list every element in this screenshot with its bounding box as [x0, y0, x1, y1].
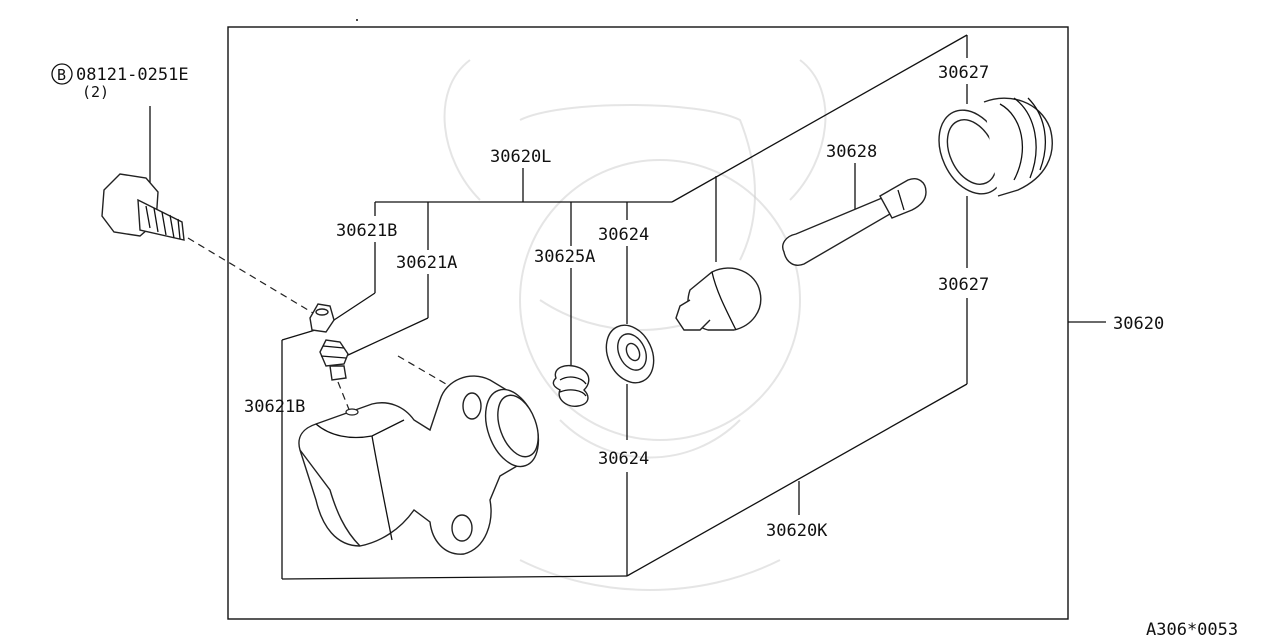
label-30627-top: 30627 — [938, 63, 989, 83]
pushrod-part: 30628 — [782, 142, 927, 266]
label-bolt-code: 08121-0251E — [76, 65, 189, 85]
bleeder-screw-part — [319, 339, 349, 381]
bolt-badge-letter: B — [57, 66, 66, 84]
bracket-30620L: 30620L — [374, 34, 968, 262]
bolt-guide-dash — [187, 237, 319, 317]
label-bolt-qty: (2) — [82, 83, 109, 101]
label-30624-top: 30624 — [598, 225, 649, 245]
label-30620K: 30620K — [766, 521, 828, 541]
bolt-badge-circle — [51, 63, 73, 85]
spring-part: 30625A — [534, 247, 595, 407]
piston-part — [675, 267, 762, 331]
cylinder-body-part — [298, 375, 540, 555]
assembly-frame — [227, 26, 1069, 620]
label-30620L: 30620L — [490, 147, 551, 167]
bleeder-guide-dash — [337, 381, 351, 413]
label-30627-bottom: 30627 — [938, 275, 989, 295]
label-30621B-side: 30621B — [244, 397, 305, 417]
label-30625A: 30625A — [534, 247, 595, 267]
label-30620: 30620 — [1113, 314, 1164, 334]
piston-cup-part: 30624 30624 — [598, 225, 655, 469]
dust-boot-part: 30627 30627 — [938, 63, 1053, 295]
figure-code: A306*0053 — [1146, 620, 1238, 638]
body-guide-dash — [397, 355, 447, 385]
bolt-part — [101, 173, 185, 241]
bracket-30620K: 30620K — [281, 298, 968, 580]
label-30624-bottom: 30624 — [598, 449, 649, 469]
label-30621B-top: 30621B — [336, 221, 397, 241]
bleeder-cap-part — [309, 303, 335, 333]
watermark-emblem — [443, 59, 827, 591]
bolt-callout: B 08121-0251E (2) — [51, 63, 189, 183]
label-30621A: 30621A — [396, 253, 457, 273]
label-30628: 30628 — [826, 142, 877, 162]
